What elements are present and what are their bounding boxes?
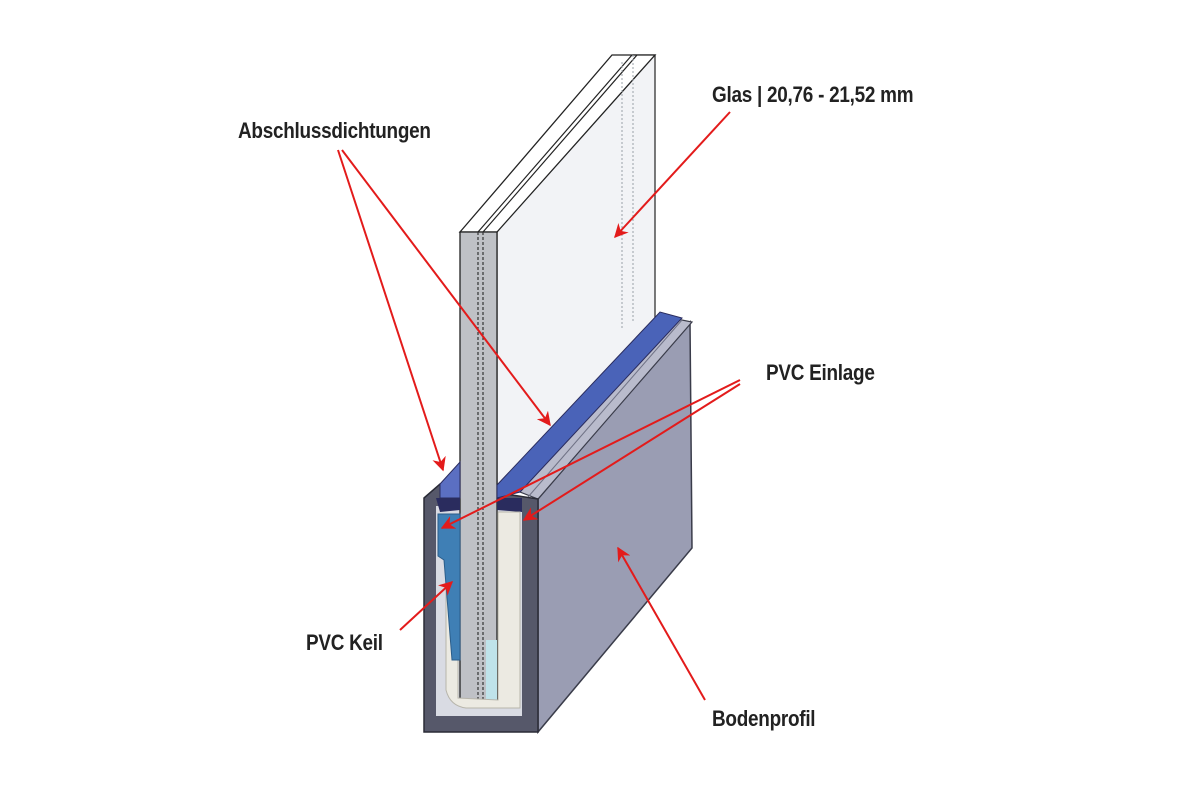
label-pvc-keil: PVC Keil <box>306 630 383 655</box>
seal-cap-right <box>497 498 522 512</box>
callout-arrows <box>337 111 741 701</box>
glass-laminate-line <box>482 54 638 233</box>
end-seals <box>436 311 683 512</box>
glass-panel <box>458 54 657 703</box>
glass-edge-tint <box>486 640 497 700</box>
label-glas: Glas | 20,76 - 21,52 mm <box>712 82 914 107</box>
label-abschlussdichtungen: Abschlussdichtungen <box>238 118 431 143</box>
label-pvc-einlage: PVC Einlage <box>766 360 875 385</box>
seal-right <box>496 311 683 499</box>
arrow-einlage-right <box>522 383 741 521</box>
arrow-keil <box>399 581 454 631</box>
arrow-abschluss-right <box>341 149 551 427</box>
label-bodenprofil: Bodenprofil <box>712 706 816 731</box>
profile-lip-groove <box>527 319 683 498</box>
arrow-einlage-left <box>440 379 741 529</box>
arrow-bodenprofil <box>617 546 706 701</box>
arrow-abschluss-left <box>337 149 446 472</box>
seal-cap-left <box>436 498 460 512</box>
glass-laminate-line <box>477 54 633 233</box>
arrow-glas <box>614 111 731 239</box>
